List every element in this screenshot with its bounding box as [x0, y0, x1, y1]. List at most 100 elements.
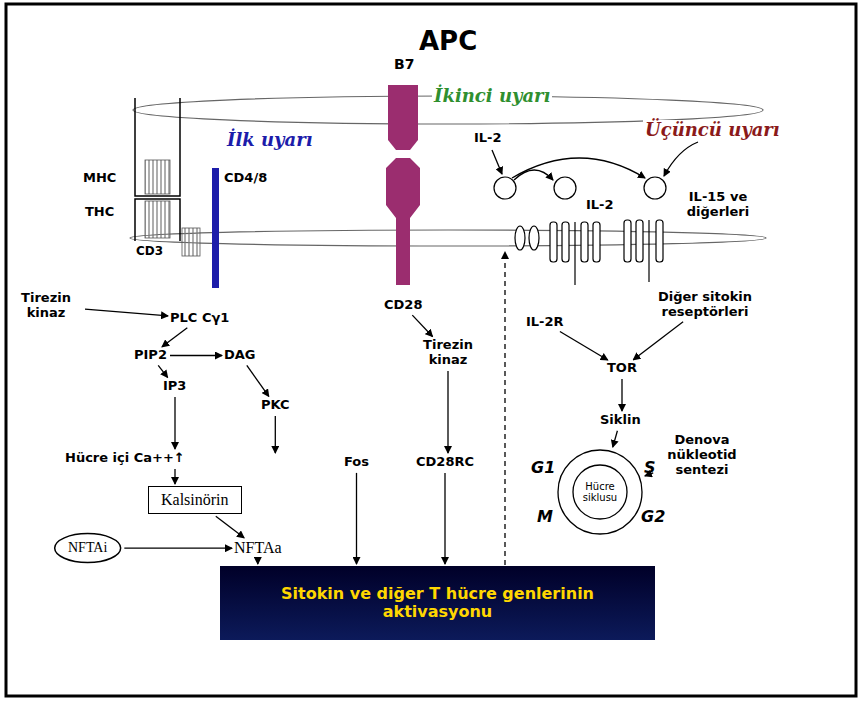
node-text: CD28 [384, 298, 422, 313]
pathway-arrow [257, 560, 258, 564]
label-text: APC [419, 27, 477, 57]
pathway-arrow [174, 397, 175, 449]
node-text: Sitokin ve diğer T hücre genlerinin akti… [230, 585, 645, 622]
phase-label: S [644, 459, 656, 477]
molecule-label: NFTAa [234, 539, 282, 557]
label-text: IL-15 ve diğerleri [678, 190, 758, 220]
node-text: Siklin [600, 413, 641, 428]
molecule-label: CD28RC [416, 455, 474, 470]
signal-label: Üçüncü uyarı [643, 120, 782, 141]
molecule-label: Hücre içi Ca++↑ [65, 451, 185, 466]
molecule-label: Fos [344, 455, 369, 470]
pathway-arrow [247, 365, 269, 396]
node-text: NFTAa [234, 539, 282, 557]
node-text: IL-2R [526, 315, 564, 330]
molecule-label: Tirezin kinaz [412, 338, 484, 368]
signal-label: İlk uyarı [225, 130, 315, 151]
phase-label: M [537, 508, 553, 526]
node-text: PKC [261, 398, 290, 413]
cytokine-circles [494, 177, 666, 199]
molecule-label: THC [85, 205, 114, 220]
molecule-label: TOR [607, 361, 637, 376]
t-cell-membrane [130, 230, 766, 246]
molecule-label: DAG [224, 348, 256, 363]
cytokine-receptors [515, 220, 663, 285]
phase-label: G1 [531, 459, 555, 477]
node-text: Hücre siklusu [575, 481, 625, 504]
label-text: G2 [641, 508, 665, 526]
pathway-arrow [158, 365, 167, 377]
label-text: B7 [394, 56, 414, 72]
node-text: Diğer sitokin reseptörleri [644, 290, 766, 320]
process-box: Kalsinörin [148, 486, 242, 514]
node-text: Denova nükleotid sentezi [656, 433, 748, 478]
molecule-ellipse: NFTAi [54, 533, 121, 563]
cell-label: APC [419, 27, 477, 57]
label-text: M [537, 508, 553, 526]
node-text: Fos [344, 455, 369, 470]
frame [6, 4, 856, 696]
pathway-arrow [613, 431, 618, 447]
node-text: IP3 [163, 379, 186, 394]
molecule-label: MHC [83, 171, 116, 186]
ellipse-outline [55, 534, 121, 563]
node-text: Tirezin kinaz [412, 338, 484, 368]
cytokine-label: IL-15 ve diğerleri [678, 190, 758, 220]
cd4-8-bar [212, 168, 219, 288]
molecule-label: CD28 [384, 298, 422, 313]
molecule-label: IL-2R [526, 315, 564, 330]
molecule-label: Tirezin kinaz [10, 291, 82, 321]
pathway-arrow [275, 416, 276, 453]
phase-label: G2 [641, 508, 665, 526]
cycle-ring [573, 465, 627, 519]
label-text: IL-2 [586, 198, 614, 213]
label-text: CD3 [136, 245, 163, 259]
pathway-arrow [174, 469, 175, 484]
molecule-label: CD4/8 [224, 171, 267, 186]
label-text: G1 [531, 459, 555, 477]
node-text: PLC Cγ1 [170, 311, 229, 326]
label-text: İlk uyarı [227, 130, 313, 151]
pathway-arrow [85, 309, 168, 316]
label-text: Üçüncü uyarı [645, 120, 780, 141]
pathway-arrow [412, 315, 432, 336]
label-text: IL-2 [474, 131, 502, 146]
output-box: Sitokin ve diğer T hücre genlerinin akti… [220, 566, 655, 640]
label-text: S [644, 459, 656, 477]
cytokine-arrows [492, 142, 698, 180]
node-text: Kalsinörin [161, 491, 229, 509]
pathway-arrow [170, 355, 222, 356]
cycle-ring [558, 450, 642, 534]
pathway-arrow [356, 473, 357, 564]
molecule-label: Siklin [600, 413, 641, 428]
label-text: CD4/8 [224, 171, 267, 186]
signal-label: İkinci uyarı [432, 86, 552, 107]
label-text: İkinci uyarı [434, 86, 550, 107]
pathway-arrow [633, 322, 683, 360]
molecule-label: CD3 [136, 245, 163, 259]
molecule-label: PKC [261, 398, 290, 413]
node-text: PIP2 [134, 348, 167, 363]
pathway-arrow [621, 379, 622, 411]
node-text: TOR [607, 361, 637, 376]
process-label: Denova nükleotid sentezi [656, 433, 748, 478]
molecule-label: PLC Cγ1 [170, 311, 229, 326]
node-text: CD28RC [416, 455, 474, 470]
pathway-arrow [444, 473, 445, 564]
molecule-label: Diğer sitokin reseptörleri [644, 290, 766, 320]
pathway-arrow [124, 547, 232, 548]
cytokine-label: IL-2 [474, 131, 502, 146]
label-text: MHC [83, 171, 116, 186]
b7-cd28-pair [386, 85, 420, 285]
molecule-label: IP3 [163, 379, 186, 394]
molecule-label: B7 [394, 56, 414, 72]
node-text: NFTAi [68, 540, 107, 556]
pathway-arrow [216, 516, 244, 538]
molecule-label: PIP2 [134, 348, 167, 363]
cell-cycle-circle: Hücre siklusu [557, 449, 643, 535]
label-text: THC [85, 205, 114, 220]
node-text: DAG [224, 348, 256, 363]
mhc-tcr-complex [135, 98, 200, 256]
node-text: Tirezin kinaz [10, 291, 82, 321]
pathway-arrow [560, 332, 608, 361]
